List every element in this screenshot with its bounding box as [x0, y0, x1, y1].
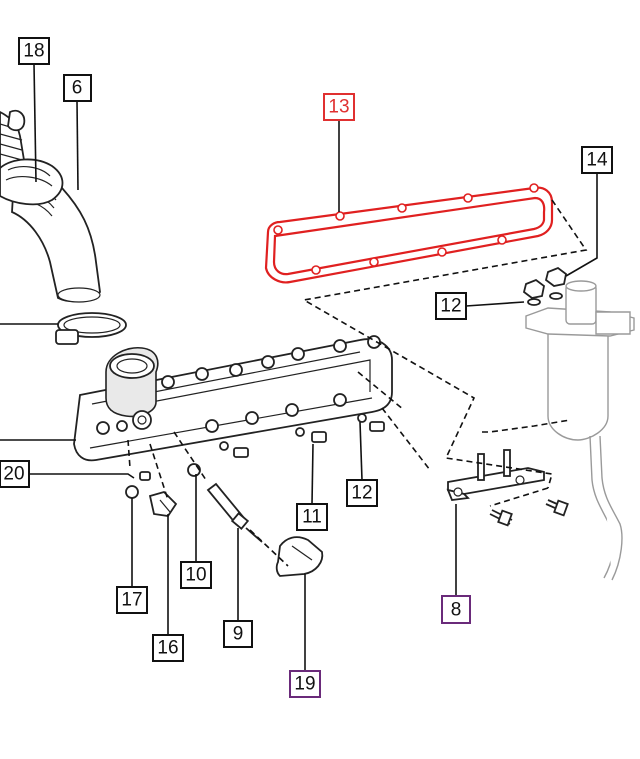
- callout-label: 18: [23, 41, 44, 62]
- bolt-group: [125, 413, 569, 527]
- callout-label: 12: [440, 296, 461, 317]
- callout-label: 10: [185, 565, 206, 586]
- callout-12-top: 12: [435, 292, 467, 320]
- mounting-bracket: [446, 449, 545, 501]
- assembly-lines: [127, 199, 588, 567]
- callout-label: 17: [121, 590, 142, 611]
- leader-lines: [0, 63, 598, 671]
- callout-label: 20: [3, 464, 24, 485]
- callout-13: 13: [323, 93, 355, 121]
- valve-cover-gasket: [264, 183, 554, 284]
- valve-cover: [73, 335, 393, 462]
- callout-label: 16: [157, 638, 178, 659]
- callout-6: 6: [63, 74, 92, 102]
- callout-18: 18: [18, 37, 50, 65]
- oil-separator: [522, 266, 635, 581]
- callout-17: 17: [116, 586, 148, 614]
- callout-label: 12: [351, 483, 372, 504]
- callout-label: 8: [451, 600, 462, 621]
- callout-8: 8: [441, 595, 471, 624]
- callout-14: 14: [581, 146, 613, 174]
- cap-clip: [275, 536, 324, 577]
- callout-label: 11: [302, 507, 322, 528]
- callout-label: 13: [328, 97, 349, 118]
- callout-label: 19: [294, 674, 315, 695]
- callout-10: 10: [180, 561, 212, 589]
- callout-20: 20: [0, 460, 30, 488]
- callout-16: 16: [152, 634, 184, 662]
- callout-19: 19: [289, 670, 321, 698]
- callout-9: 9: [223, 620, 253, 648]
- corrugated-hose: [0, 109, 64, 206]
- callout-label: 6: [72, 78, 83, 99]
- callout-11: 11: [296, 503, 328, 531]
- sensor: [148, 490, 178, 517]
- callout-label: 14: [586, 150, 608, 171]
- hose-clamp: [55, 312, 127, 345]
- callout-12-bottom: 12: [346, 479, 378, 507]
- callout-label: 9: [233, 624, 244, 645]
